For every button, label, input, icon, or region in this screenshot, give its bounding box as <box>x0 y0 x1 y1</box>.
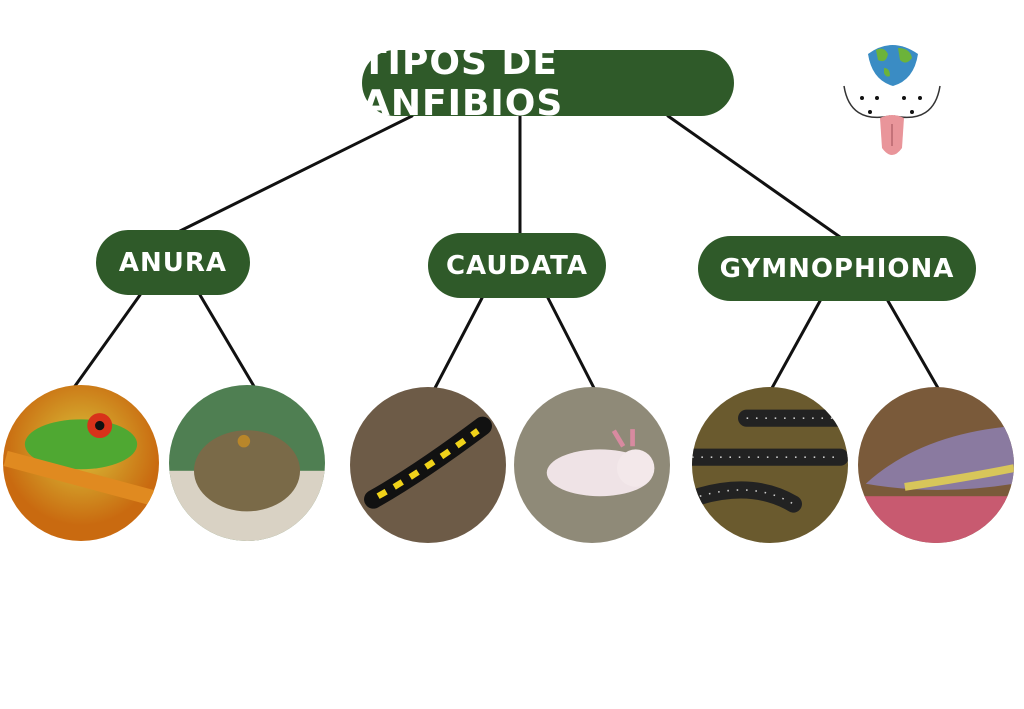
node-label: GYMNOPHIONA <box>719 253 955 284</box>
photo-ringed-caecilian <box>692 387 848 543</box>
photo-red-eyed-tree-frog <box>3 385 159 541</box>
node-label: ANURA <box>118 247 228 278</box>
photo-fire-salamander <box>350 387 506 543</box>
globe-dog-face-logo <box>840 38 944 160</box>
root-node-title: TIPOS DE ANFIBIOS <box>362 42 734 124</box>
photo-axolotl <box>514 387 670 543</box>
node-anura: ANURA <box>96 230 250 295</box>
photo-common-toad <box>169 385 325 541</box>
root-title-text: TIPOS DE ANFIBIOS <box>362 42 564 124</box>
photo-caecilian <box>858 387 1014 543</box>
node-caudata: CAUDATA <box>428 233 606 298</box>
node-label: CAUDATA <box>445 250 589 281</box>
node-gymnophiona: GYMNOPHIONA <box>698 236 976 301</box>
